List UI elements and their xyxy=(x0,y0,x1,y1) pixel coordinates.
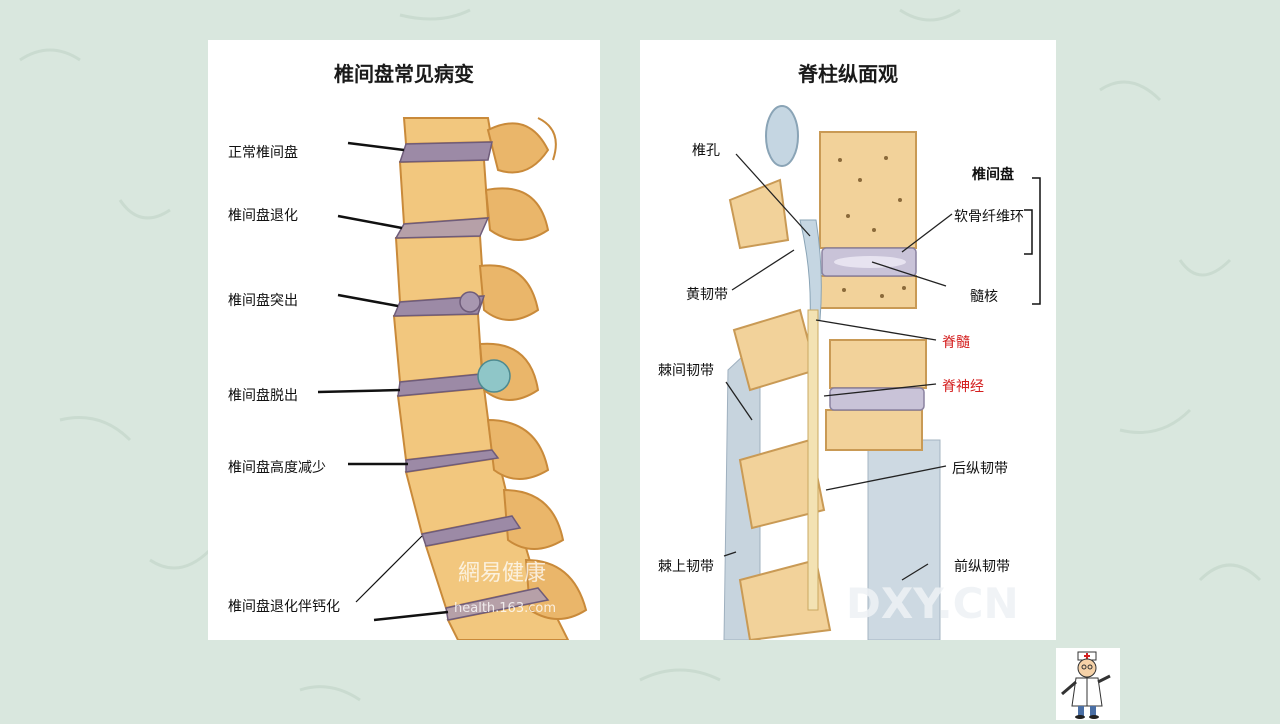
label-spinal-nerve: 脊神经 xyxy=(942,379,984,395)
label-normal-disc: 正常椎间盘 xyxy=(228,145,298,161)
spine-lateral-illustration: 網易健康 health.163.com xyxy=(317,117,588,640)
left-diagram-panel: 網易健康 health.163.com 椎间盘常见病变 正常椎间盘 椎间盘退化 … xyxy=(208,40,600,640)
watermark-en: health.163.com xyxy=(454,601,556,616)
left-panel-title: 椎间盘常见病变 xyxy=(334,62,474,86)
label-posterior-longitudinal-ligament: 后纵韧带 xyxy=(952,461,1008,477)
label-spinal-cord: 脊髓 xyxy=(942,335,970,351)
label-disc-extrusion: 椎间盘脱出 xyxy=(228,388,298,404)
label-annulus-fibrosus: 软骨纤维环 xyxy=(954,209,1024,225)
label-anterior-longitudinal-ligament: 前纵韧带 xyxy=(954,559,1010,575)
label-disc-degeneration: 椎间盘退化 xyxy=(228,208,298,224)
spine-sagittal-illustration: DXY.CN xyxy=(723,105,1041,640)
label-nucleus-pulposus: 髓核 xyxy=(970,289,998,305)
doctor-mascot-icon xyxy=(1056,648,1120,720)
label-vertebral-foramen: 椎孔 xyxy=(692,143,720,159)
right-panel-title: 脊柱纵面观 xyxy=(798,62,898,86)
watermark-dxy: DXY.CN xyxy=(846,579,1019,628)
right-diagram-panel: DXY.CN 脊柱纵面观 椎孔 黄韧带 棘间韧带 棘上韧带 椎间盘 软骨纤维环 … xyxy=(640,40,1056,640)
label-ligamentum-flavum: 黄韧带 xyxy=(686,287,728,303)
label-supraspinous-ligament: 棘上韧带 xyxy=(658,559,714,575)
label-disc-calcification: 椎间盘退化伴钙化 xyxy=(228,599,340,615)
watermark-cn: 網易健康 xyxy=(458,561,546,586)
label-intervertebral-disc: 椎间盘 xyxy=(972,167,1014,183)
label-disc-height-loss: 椎间盘高度减少 xyxy=(228,460,326,476)
label-disc-protrusion: 椎间盘突出 xyxy=(228,293,298,309)
label-interspinous-ligament: 棘间韧带 xyxy=(658,363,714,379)
